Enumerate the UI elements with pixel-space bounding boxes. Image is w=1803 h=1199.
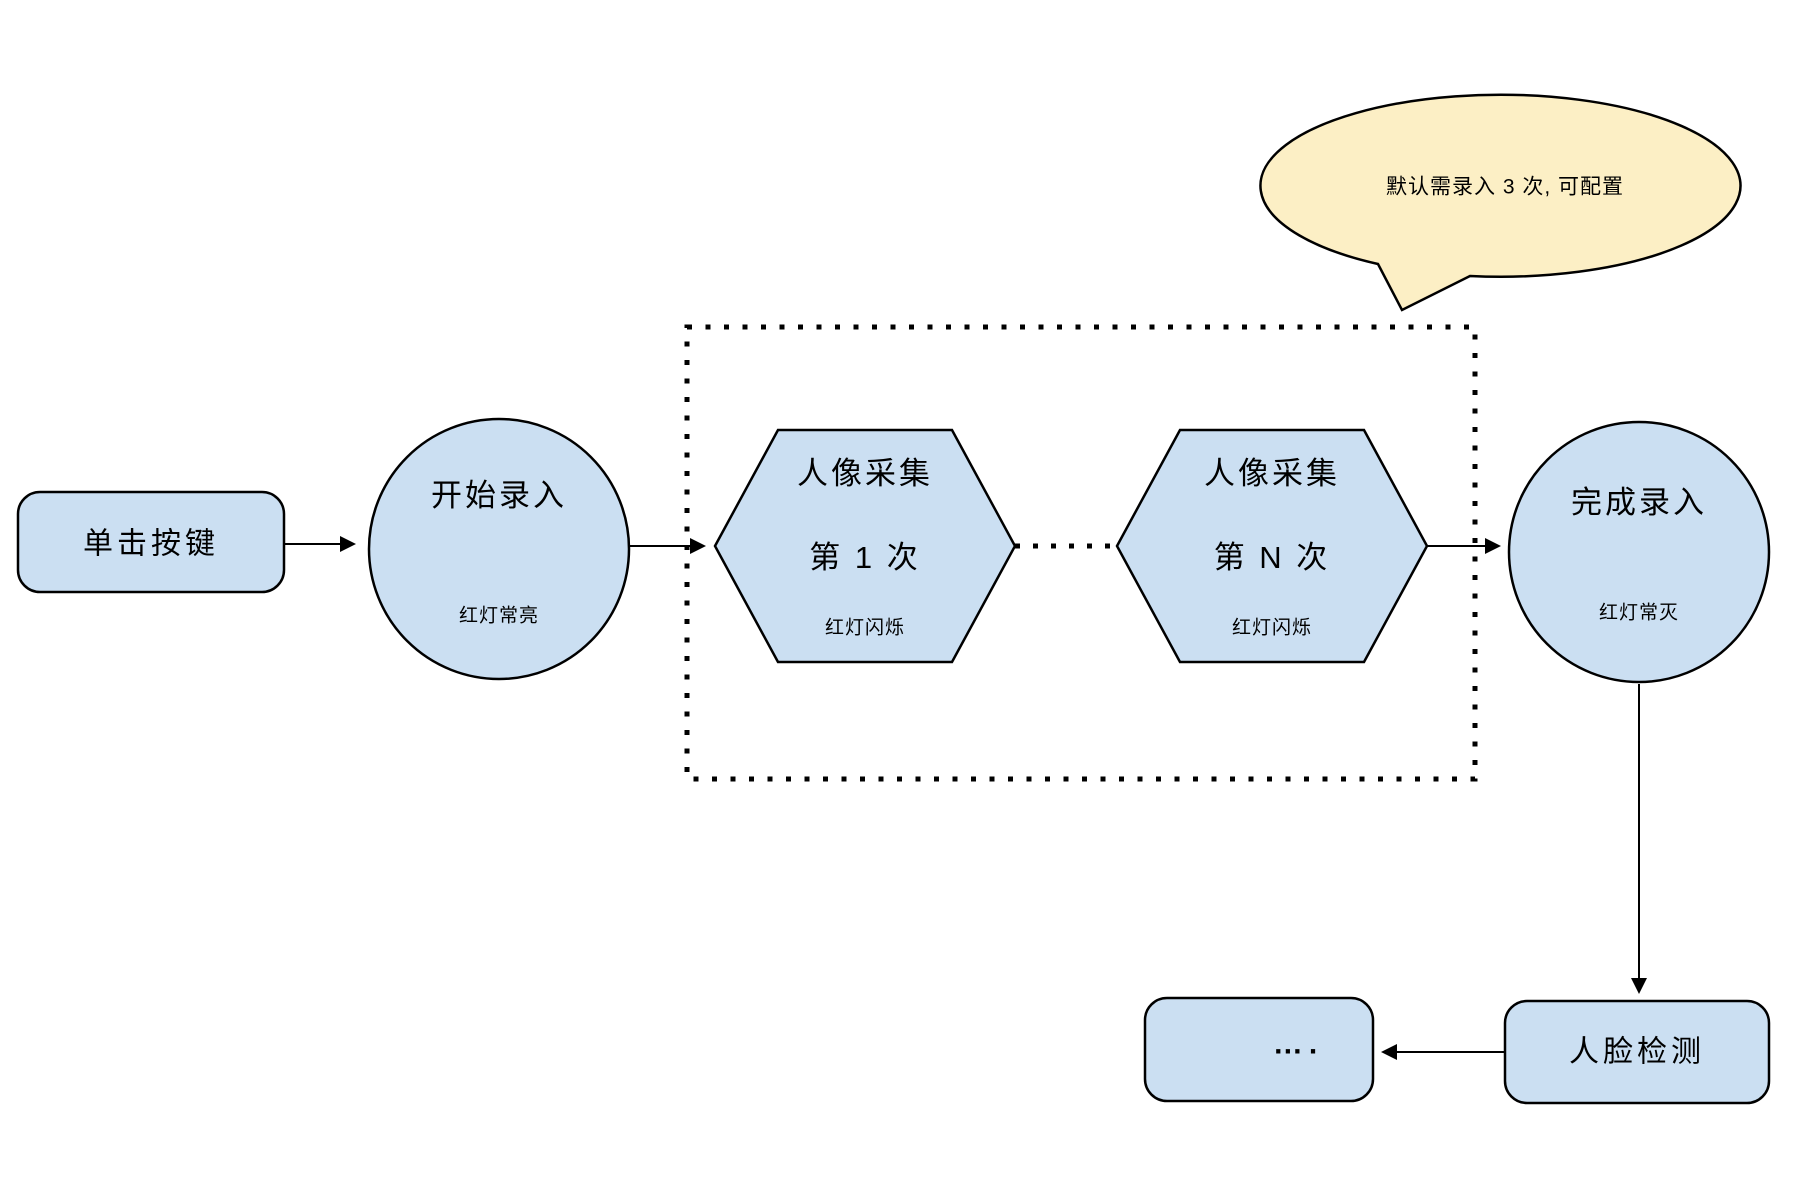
start-button-label: 单击按键 <box>83 527 219 561</box>
capture-first-title: 人像采集 <box>797 455 933 491</box>
begin-entry-node[interactable] <box>367 417 631 681</box>
face-detection-label: 人脸检测 <box>1569 1035 1705 1069</box>
capture-nth-count: 第 N 次 <box>1213 539 1331 575</box>
ellipsis-node[interactable] <box>1143 996 1375 1103</box>
capture-first-status: 红灯闪烁 <box>824 617 906 639</box>
finish-entry-title: 完成录入 <box>1571 484 1707 520</box>
finish-entry-status: 红灯常灭 <box>1598 602 1680 624</box>
finish-entry-node[interactable] <box>1507 420 1771 684</box>
begin-entry-status: 红灯常亮 <box>458 605 540 627</box>
capture-nth-title: 人像采集 <box>1204 455 1340 491</box>
callout-text: 默认需录入 3 次, 可配置 <box>1385 175 1625 199</box>
callout-bubble[interactable] <box>1259 93 1742 312</box>
ellipsis-label: …. <box>1272 1027 1324 1061</box>
start-button-node[interactable] <box>16 490 286 594</box>
capture-nth-status: 红灯闪烁 <box>1231 617 1313 639</box>
begin-entry-title: 开始录入 <box>431 477 567 513</box>
capture-first-count: 第 1 次 <box>809 539 921 575</box>
